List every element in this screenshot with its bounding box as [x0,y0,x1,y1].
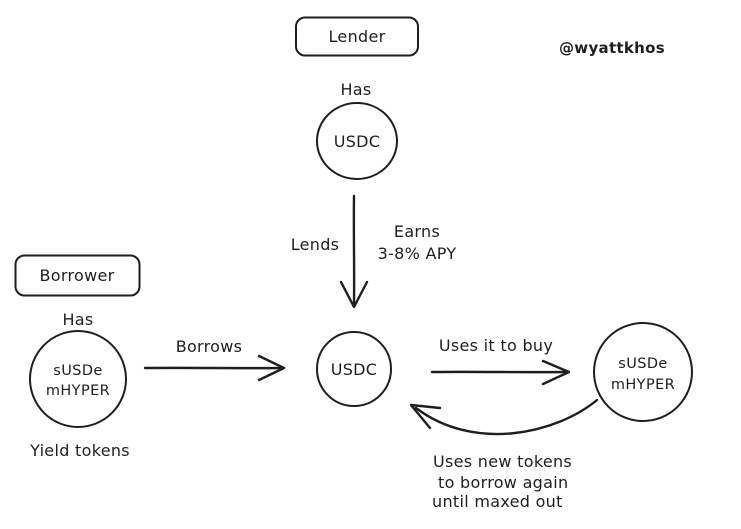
earns-label-line1: Earns [394,222,440,241]
loop-back-label-line2: to borrow again [438,473,568,492]
loop-back-label-group: Uses new tokens to borrow again until ma… [432,452,572,511]
loop-back-arrow-curve [414,398,599,436]
pool-usdc-label: USDC [331,360,378,379]
borrower-token-line1: sUSDe [53,363,102,379]
borrower-has-label: Has [62,310,93,329]
borrows-arrowhead-icon [257,354,286,382]
lender-node: Lender Has USDC [295,16,419,180]
borrower-node: Borrower Has sUSDe mHYPER Yield tokens [14,254,141,460]
lender-usdc-label: USDC [334,132,381,151]
purchased-tokens-circle [593,322,693,422]
borrows-label: Borrows [176,337,243,356]
earns-label-line2: 3-8% APY [378,244,457,263]
uses-to-buy-label: Uses it to buy [439,336,553,355]
yield-tokens-caption: Yield tokens [29,441,130,460]
borrower-box [14,254,141,297]
earns-label-group: Earns 3-8% APY [378,222,457,263]
lender-has-label: Has [340,80,371,99]
lends-arrowhead-icon [339,280,369,309]
borrower-label: Borrower [40,266,115,285]
purchased-node: sUSDe mHYPER [593,322,693,422]
purchased-token-line1: sUSDe [618,356,667,372]
loop-back-label-line1: Uses new tokens [433,452,572,471]
lends-label: Lends [291,235,340,254]
borrower-tokens-circle [29,330,127,428]
attribution-handle: @wyattkhos [559,39,665,57]
purchased-token-line2: mHYPER [611,377,675,393]
loop-back-arrow [409,398,599,436]
uses-to-buy-arrow [430,359,571,386]
borrower-token-line2: mHYPER [46,383,110,399]
pool-usdc-circle [316,331,392,407]
lender-box [295,16,419,57]
lends-arrow [339,194,369,309]
loop-back-label-line3: until maxed out [432,492,563,511]
uses-to-buy-arrowhead-icon [541,359,571,386]
borrows-arrow [143,354,286,382]
lender-label: Lender [329,27,386,46]
loop-back-arrowhead-icon [409,403,442,430]
lender-usdc-circle [316,102,398,180]
pool-node: USDC [316,331,392,407]
